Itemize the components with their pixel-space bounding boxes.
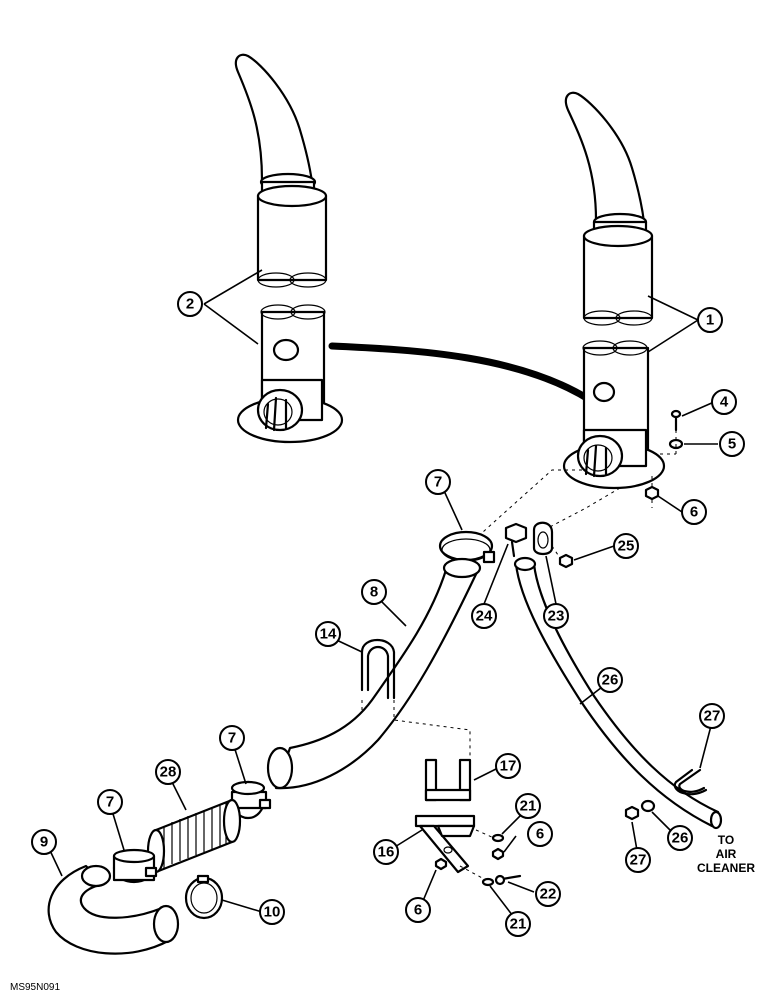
callout-25: 27 — [699, 703, 725, 729]
svg-text:22: 22 — [540, 886, 557, 903]
svg-text:14: 14 — [320, 626, 337, 643]
callout-6: 6 — [681, 499, 707, 525]
svg-text:26: 26 — [602, 672, 619, 689]
svg-text:AIR: AIR — [716, 847, 737, 861]
callout-18: 22 — [535, 881, 561, 907]
svg-text:16: 16 — [378, 844, 395, 861]
svg-text:23: 23 — [548, 608, 565, 625]
flex-hose-28 — [146, 798, 242, 874]
callout-5: 5 — [719, 431, 745, 457]
svg-text:17: 17 — [500, 758, 517, 775]
svg-text:8: 8 — [370, 584, 378, 601]
callout-2: 2 — [177, 291, 203, 317]
svg-text:5: 5 — [728, 436, 736, 453]
callout-17a: 21 — [515, 793, 541, 819]
svg-text:6: 6 — [690, 504, 698, 521]
svg-text:7: 7 — [228, 730, 236, 747]
svg-text:21: 21 — [520, 798, 537, 815]
clamp-7-top — [438, 530, 496, 564]
svg-text:6: 6 — [414, 902, 422, 919]
left-exhaust-stack — [234, 53, 344, 444]
callout-9: 9 — [31, 829, 57, 855]
svg-text:10: 10 — [264, 904, 281, 921]
svg-text:27: 27 — [704, 708, 721, 725]
svg-text:28: 28 — [160, 764, 177, 781]
callout-4: 4 — [711, 389, 737, 415]
callout-6c: 6 — [405, 897, 431, 923]
exhaust-pipe-8 — [266, 557, 482, 790]
clamp-21-bolt-22-nut-23 — [504, 521, 574, 569]
svg-text:9: 9 — [40, 834, 48, 851]
callout-7: 7 — [425, 469, 451, 495]
u-bolt-25 — [673, 768, 708, 796]
connecting-wire — [328, 342, 594, 404]
svg-text:25: 25 — [618, 538, 635, 555]
to-air-cleaner-label: TO AIR CLEANER — [697, 833, 755, 875]
callout-1: 1 — [697, 307, 723, 333]
svg-text:7: 7 — [106, 794, 114, 811]
bracket-hardware — [434, 833, 522, 887]
callout-22: 24 — [471, 603, 497, 629]
clamp-7-lower — [112, 848, 158, 884]
callout-16: 16 — [373, 839, 399, 865]
svg-text:4: 4 — [720, 394, 729, 411]
callout-14: 14 — [315, 621, 341, 647]
svg-text:26: 26 — [672, 830, 689, 847]
callout-27: 27 — [625, 847, 651, 873]
svg-text:7: 7 — [434, 474, 442, 491]
callout-7c: 7 — [97, 789, 123, 815]
callout-10: 10 — [259, 899, 285, 925]
right-exhaust-stack — [562, 91, 666, 490]
elbow-pipe-9 — [47, 864, 180, 955]
svg-text:1: 1 — [706, 312, 714, 329]
svg-text:21: 21 — [510, 916, 527, 933]
bracket-15-16 — [414, 758, 495, 881]
callout-26: 26 — [667, 825, 693, 851]
callout-21: 23 — [543, 603, 569, 629]
svg-text:CLEANER: CLEANER — [697, 861, 755, 875]
band-clamp-10 — [184, 874, 224, 920]
callout-6b: 6 — [527, 821, 553, 847]
callout-15: 17 — [495, 753, 521, 779]
svg-text:6: 6 — [536, 826, 544, 843]
tube-24 — [513, 556, 723, 830]
svg-text:27: 27 — [630, 852, 647, 869]
callout-7b: 7 — [219, 725, 245, 751]
nuts-26-27 — [624, 799, 656, 821]
callout-28: 28 — [155, 759, 181, 785]
figure-code: MS95N091 — [10, 982, 60, 993]
svg-text:TO: TO — [718, 833, 734, 847]
callout-24: 26 — [597, 667, 623, 693]
callout-8: 8 — [361, 579, 387, 605]
svg-text:24: 24 — [476, 608, 493, 625]
callout-17b: 21 — [505, 911, 531, 937]
callout-23: 25 — [613, 533, 639, 559]
svg-text:2: 2 — [186, 296, 194, 313]
